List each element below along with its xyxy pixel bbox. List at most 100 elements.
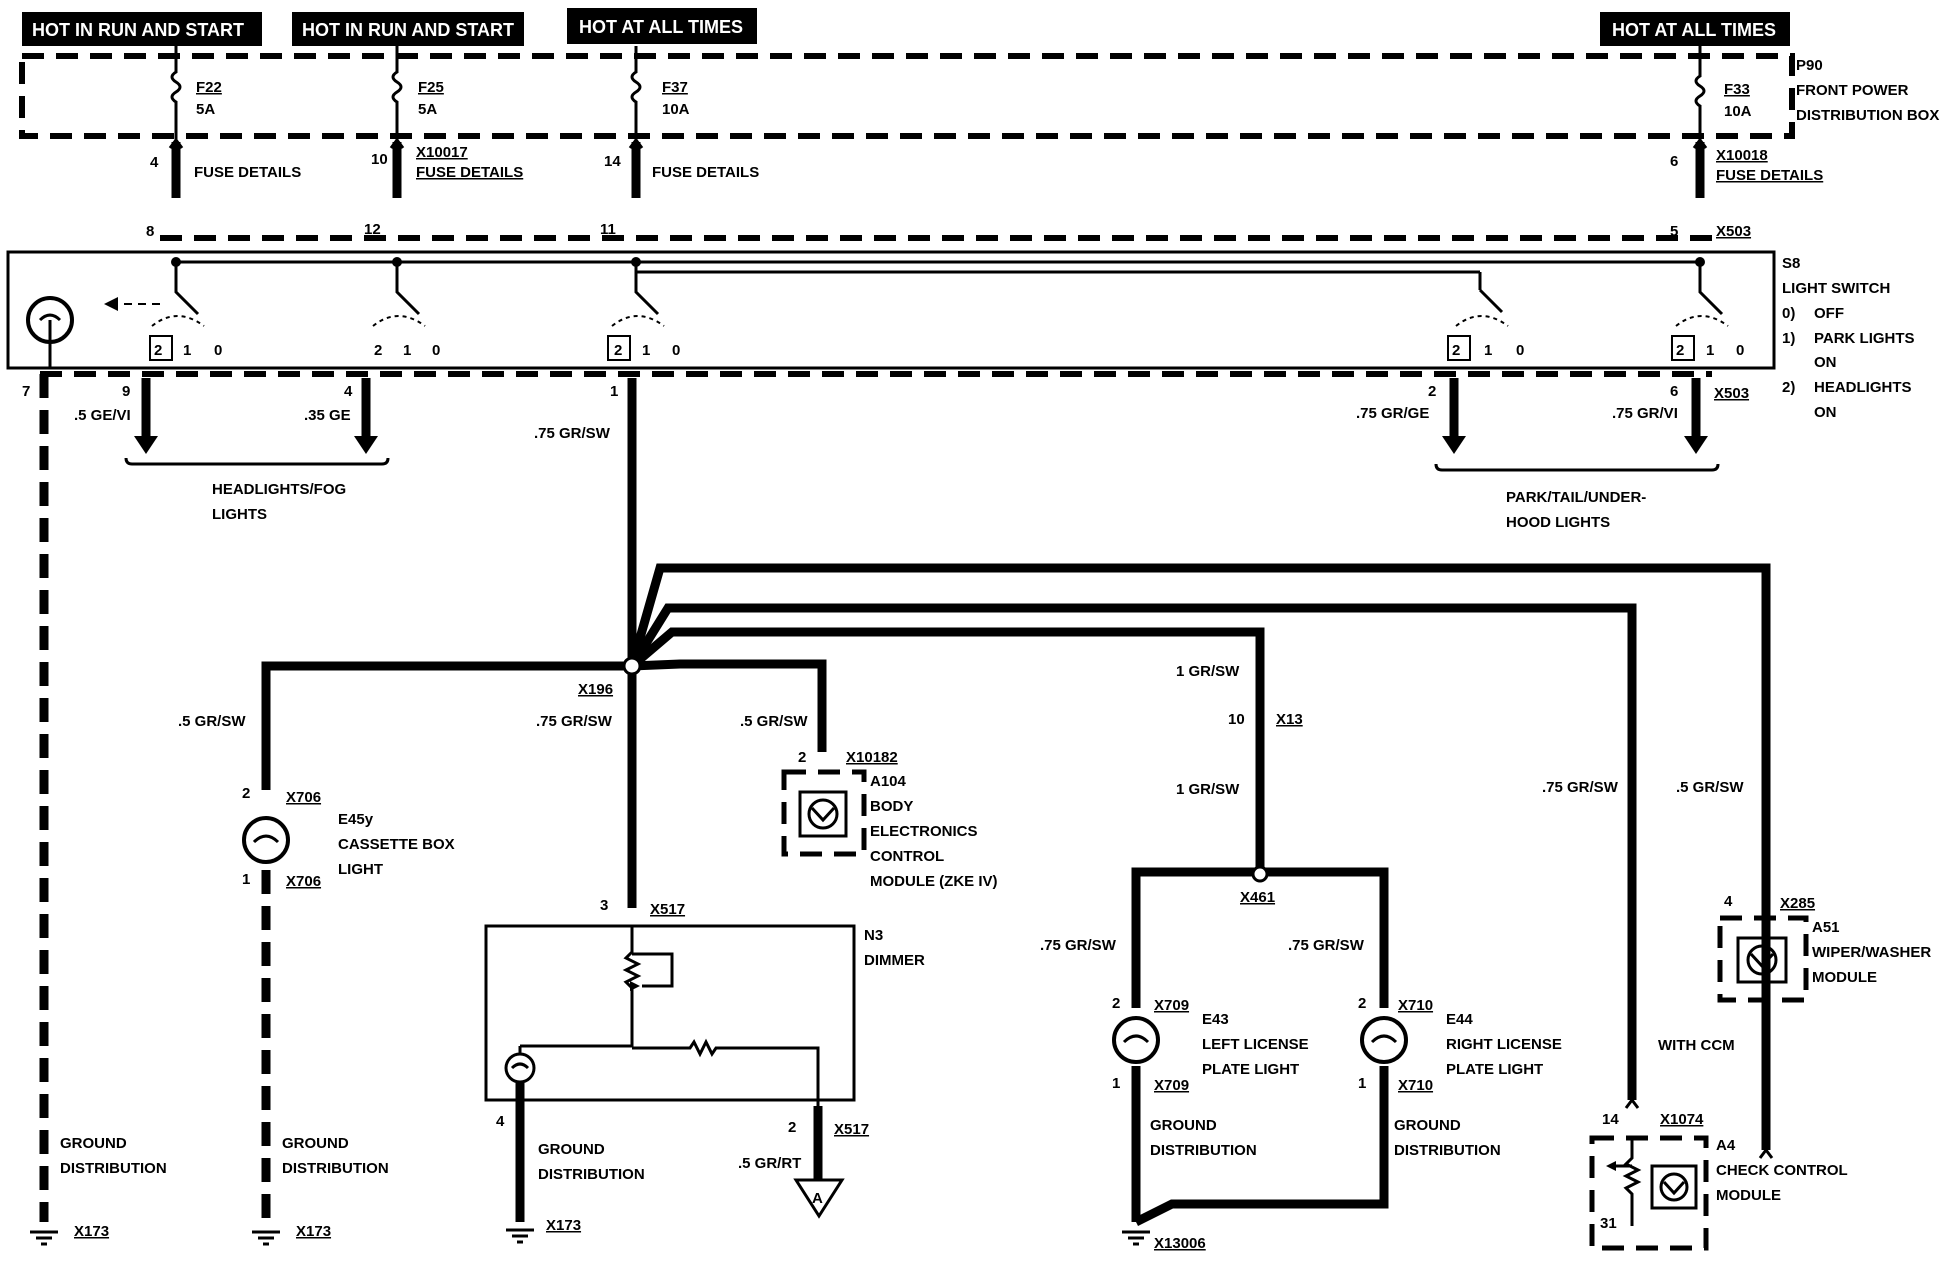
- ground-label: GROUND: [60, 1135, 127, 1152]
- wire-label: .35 GE: [304, 407, 351, 424]
- pin-label: 4: [496, 1113, 505, 1130]
- fuse-details-label: FUSE DETAILS: [416, 164, 523, 181]
- wire-label: .75 GR/SW: [1040, 937, 1117, 954]
- potentiometer-icon: [520, 926, 642, 1048]
- svg-text:1: 1: [1706, 342, 1714, 359]
- svg-text:2: 2: [154, 342, 162, 359]
- light-switch-box: [6, 250, 1776, 370]
- svg-text:X710: X710: [1398, 1077, 1433, 1094]
- svg-text:0: 0: [432, 342, 440, 359]
- svg-text:2: 2: [1358, 995, 1366, 1012]
- wire-label: 1 GR/SW: [1176, 663, 1240, 680]
- switch-pole-2: 2 1 0: [372, 257, 440, 359]
- pin-label: 10: [371, 151, 388, 168]
- fusebox-name-1: FRONT POWER: [1796, 82, 1909, 99]
- connector-label: X517: [834, 1121, 869, 1138]
- fuse-details-label: FUSE DETAILS: [652, 164, 759, 181]
- switch-id: S8: [1782, 255, 1800, 272]
- lamp-icon: [1360, 1016, 1408, 1064]
- switch-lamp-icon: [26, 296, 160, 368]
- svg-text:1: 1: [1484, 342, 1492, 359]
- fuse-f33: F33 10A: [1694, 46, 1752, 140]
- module-icon: [798, 790, 848, 838]
- ground-symbol: [506, 1228, 534, 1244]
- svg-text:E45y: E45y: [338, 811, 374, 828]
- fuse-f37: F37 10A: [630, 46, 690, 140]
- arrow-down-icon: [134, 436, 158, 454]
- svg-text:LEFT LICENSE: LEFT LICENSE: [1202, 1036, 1309, 1053]
- fuse-details-label: FUSE DETAILS: [1716, 167, 1823, 184]
- splice-label: X461: [1240, 889, 1275, 906]
- module-icon: [1736, 936, 1788, 984]
- wire-label: .75 GR/VI: [1612, 405, 1678, 422]
- ground-label: GROUND: [538, 1141, 605, 1158]
- pin-label: 7: [22, 383, 30, 400]
- lamp-icon: [242, 816, 290, 864]
- svg-text:DIMMER: DIMMER: [864, 952, 925, 969]
- svg-text:0: 0: [672, 342, 680, 359]
- connector-label: X10017: [416, 144, 468, 161]
- pin-label: 2: [1428, 383, 1436, 400]
- wire-to-x13: [629, 627, 1265, 872]
- svg-text:1: 1: [403, 342, 411, 359]
- svg-text:MODULE (ZKE IV): MODULE (ZKE IV): [870, 873, 998, 890]
- fusebox-id: P90: [1796, 57, 1823, 74]
- ground-label: GROUND: [282, 1135, 349, 1152]
- svg-text:X710: X710: [1398, 997, 1433, 1014]
- group-label: HEADLIGHTS/FOG: [212, 481, 346, 498]
- svg-text:PLATE LIGHT: PLATE LIGHT: [1446, 1061, 1543, 1078]
- wire-label: .5 GR/SW: [1676, 779, 1744, 796]
- connector-arrows: [1624, 1099, 1774, 1159]
- fusebox-outline: [19, 53, 1795, 139]
- wire-label: .5 GR/SW: [740, 713, 808, 730]
- svg-text:2: 2: [1452, 342, 1460, 359]
- svg-text:X706: X706: [286, 873, 321, 890]
- ground-label: DISTRIBUTION: [282, 1160, 389, 1177]
- svg-text:ON: ON: [1814, 354, 1837, 371]
- pin-label: 6: [1670, 153, 1678, 170]
- wire-label: .5 GR/RT: [738, 1155, 801, 1172]
- svg-text:RIGHT LICENSE: RIGHT LICENSE: [1446, 1036, 1562, 1053]
- module-icon: [1650, 1164, 1698, 1210]
- connector-label: X503: [1716, 223, 1751, 240]
- svg-text:X706: X706: [286, 789, 321, 806]
- svg-text:10A: 10A: [1724, 103, 1752, 120]
- group-label: HOOD LIGHTS: [1506, 514, 1610, 531]
- connector-label: X13: [1276, 711, 1303, 728]
- switch-pole-4: 2 1 0: [1447, 288, 1524, 361]
- svg-text:1: 1: [1112, 1075, 1120, 1092]
- svg-text:4: 4: [1724, 893, 1733, 910]
- svg-text:2: 2: [374, 342, 382, 359]
- pin-label: 6: [1670, 383, 1678, 400]
- note-label: WITH CCM: [1658, 1037, 1735, 1054]
- n3-dimmer: 3 X517 N3 DIMMER: [484, 897, 925, 1110]
- header-hot-at-all-times-1: HOT AT ALL TIMES: [567, 8, 757, 44]
- wire-label: .5 GR/SW: [178, 713, 246, 730]
- pin-label: 8: [146, 223, 154, 240]
- fuse-details-label: FUSE DETAILS: [194, 164, 301, 181]
- pin-label: 2: [788, 1119, 796, 1136]
- svg-text:E43: E43: [1202, 1011, 1229, 1028]
- ground-label: DISTRIBUTION: [60, 1160, 167, 1177]
- svg-text:E44: E44: [1446, 1011, 1473, 1028]
- svg-text:1: 1: [183, 342, 191, 359]
- arrow-down-icon: [1684, 436, 1708, 454]
- ground-symbol: [30, 1230, 58, 1246]
- svg-text:2: 2: [614, 342, 622, 359]
- fuse-f22: F22 5A: [170, 46, 222, 140]
- a51-wiper-washer-module: 4 X285 A51 WIPER/WASHER MODULE: [1717, 893, 1931, 1003]
- svg-text:2: 2: [242, 785, 250, 802]
- svg-text:2): 2): [1782, 379, 1795, 396]
- svg-text:X517: X517: [650, 901, 685, 918]
- svg-text:1: 1: [642, 342, 650, 359]
- svg-text:ON: ON: [1814, 404, 1837, 421]
- svg-text:X709: X709: [1154, 997, 1189, 1014]
- connector-label: X13006: [1154, 1235, 1206, 1252]
- svg-text:X10182: X10182: [846, 749, 898, 766]
- svg-text:CHECK CONTROL: CHECK CONTROL: [1716, 1162, 1848, 1179]
- pin-label: 9: [122, 383, 130, 400]
- header-text: HOT AT ALL TIMES: [1612, 20, 1776, 40]
- wire-label: .75 GR/SW: [1542, 779, 1619, 796]
- svg-text:PARK LIGHTS: PARK LIGHTS: [1814, 330, 1915, 347]
- fusebox-name-2: DISTRIBUTION BOX: [1796, 107, 1939, 124]
